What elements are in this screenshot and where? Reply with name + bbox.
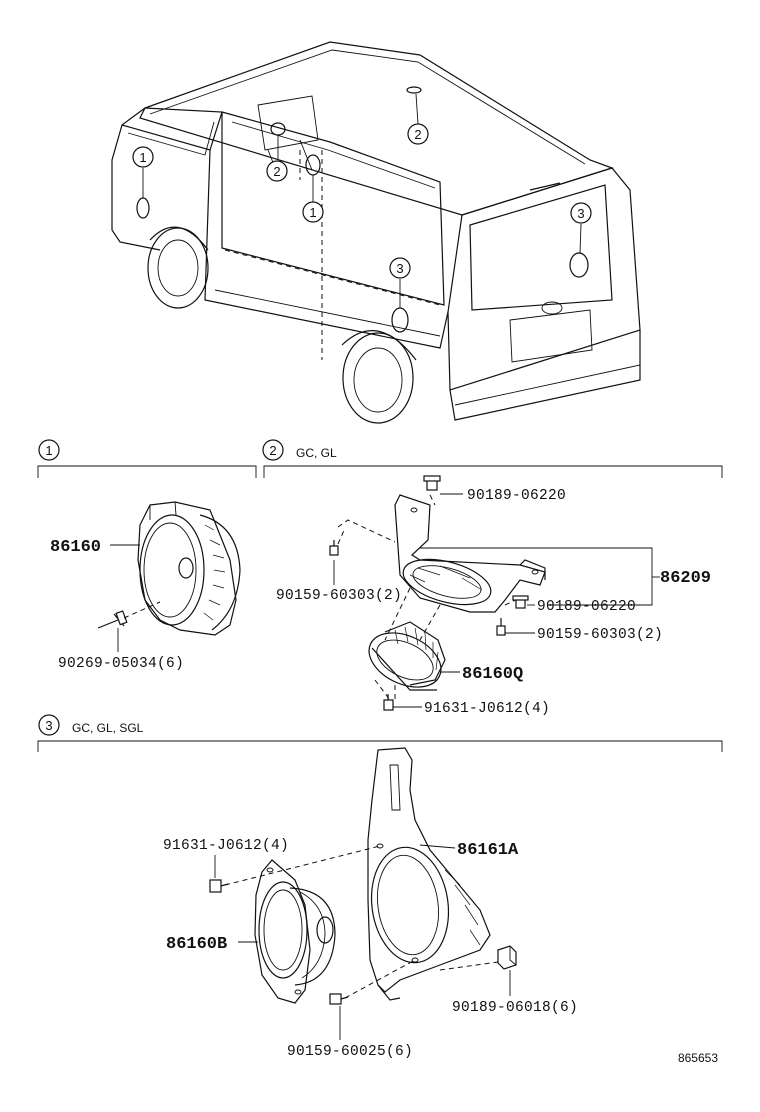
- leader: [419, 844, 456, 849]
- dash-line: [439, 961, 499, 971]
- part-number-s3-speaker: 86160B: [166, 935, 227, 954]
- dash-line: [384, 587, 411, 641]
- dash-line: [419, 604, 441, 641]
- s2-screw-left: [329, 540, 339, 556]
- section-note: GC, GL: [296, 446, 337, 460]
- section-2-bracket: [394, 494, 546, 613]
- van-callout-3a: 3: [389, 257, 411, 279]
- dash-line: [337, 519, 396, 543]
- callout-label: 3: [577, 206, 584, 221]
- part-number-s2-bolt: 91631-J0612(4): [424, 701, 550, 717]
- section-note: GC, GL, SGL: [72, 721, 144, 735]
- s3-bolt: [209, 879, 229, 893]
- s2-bolt: [383, 694, 394, 711]
- van-callout-2b: 2: [407, 123, 429, 145]
- part-number-s3-clip: 90189-06018(6): [452, 1000, 578, 1016]
- dash-line: [337, 527, 346, 545]
- van-callout-1a: 1: [132, 146, 154, 168]
- callout-label: 2: [273, 164, 280, 179]
- part-number-s1-screw: 90269-05034(6): [58, 656, 184, 672]
- reference-number: 865653: [678, 1051, 718, 1065]
- section-3-bracket: [367, 747, 491, 1001]
- section-1-speaker: [137, 501, 241, 636]
- leader: [420, 547, 653, 606]
- van-callout-1b: 1: [302, 201, 324, 223]
- part-number-s2-screw-left: 90159-60303(2): [276, 588, 402, 604]
- s2-screw-right: [496, 618, 506, 636]
- s3-clip: [497, 945, 517, 970]
- section-3-header: 3 GC, GL, SGL: [37, 714, 723, 752]
- part-number-s3-bracket: 86161A: [457, 841, 519, 860]
- section-1-screw: [97, 601, 161, 629]
- section-number: 1: [45, 443, 52, 458]
- part-number-s2-clip-right: 90189-06220: [537, 599, 636, 615]
- part-number-s3-screw: 90159-60025(6): [287, 1044, 413, 1060]
- part-number-s2-bracket: 86209: [660, 569, 711, 588]
- section-2-speaker: [368, 621, 446, 691]
- s3-screw: [329, 993, 349, 1005]
- section-number: 2: [269, 443, 276, 458]
- callout-label: 1: [309, 205, 316, 220]
- callout-label: 1: [139, 150, 146, 165]
- section-3-speaker: [254, 859, 336, 1004]
- part-number-s1-speaker: 86160: [50, 538, 101, 557]
- section-number: 3: [45, 718, 52, 733]
- van-illustration: [111, 41, 641, 424]
- callout-label: 2: [414, 127, 421, 142]
- part-number-s2-screw-right: 90159-60303(2): [537, 627, 663, 643]
- s2-clip-right: [512, 595, 529, 609]
- dash-line: [429, 494, 436, 506]
- section-1-header: 1: [37, 439, 257, 478]
- callout-label: 3: [396, 261, 403, 276]
- van-callout-2a: 2: [266, 160, 288, 182]
- part-number-s2-clip-top: 90189-06220: [467, 488, 566, 504]
- van-callout-3b: 3: [570, 202, 592, 224]
- section-2-header: 2 GC, GL: [262, 439, 723, 478]
- part-number-s2-speaker: 86160Q: [462, 665, 523, 684]
- part-number-s3-bolt: 91631-J0612(4): [163, 838, 289, 854]
- s2-clip-top: [423, 475, 441, 491]
- dash-line: [344, 959, 416, 999]
